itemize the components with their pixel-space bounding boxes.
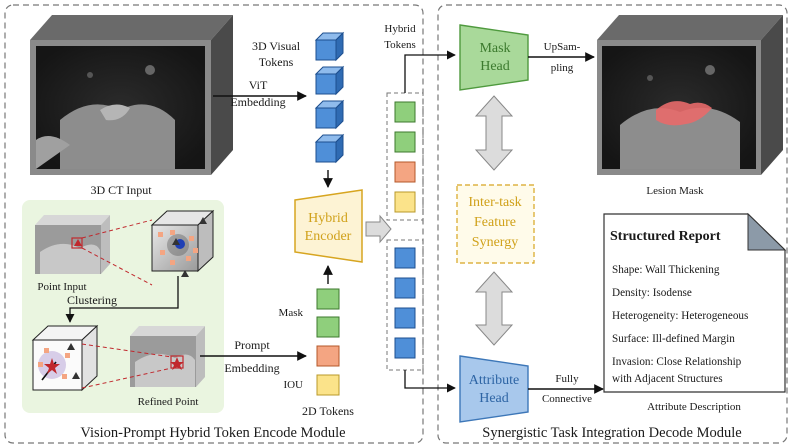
point-cube [150, 209, 215, 277]
report-item-invasion: Invasion: Close Relationship [612, 356, 742, 368]
report-item-density: Density: Isodense [612, 287, 692, 299]
2d-token-column [316, 288, 340, 396]
encoder-to-tokens-arrow [365, 214, 392, 244]
visual-token-cube [314, 31, 345, 62]
projection-line-2 [81, 247, 153, 286]
point-input-slice [35, 215, 110, 274]
upsampling-label-line1: UpSam- [544, 41, 581, 53]
hybrid-encoder-label-line1: Hybrid [308, 211, 348, 226]
point-token [316, 345, 340, 367]
projection-line-4 [81, 367, 173, 389]
visual-tokens-label-line1: 3D Visual [252, 39, 301, 53]
synergy-label-line2: Feature [474, 215, 516, 230]
refined-point-label: Refined Point [138, 396, 199, 408]
hybrid-visual-token-3 [394, 307, 416, 329]
mask-head [459, 24, 529, 91]
upsampling-label-line2: pling [551, 62, 574, 74]
vit-label-line2: Embedding [230, 95, 285, 109]
hybrid-tokens-label-line2: Tokens [384, 39, 416, 51]
structured-report [603, 212, 787, 393]
hybrid-mask-token-1 [394, 101, 416, 123]
iou-label: IOU [283, 379, 303, 391]
clustering-label: Clustering [67, 293, 117, 307]
visual-token-cube [314, 65, 345, 96]
fully-connective-label-line1: Fully [555, 373, 579, 385]
report-item-heterogeneity: Heterogeneity: Heterogeneous [612, 310, 748, 322]
synergy-label-line3: Synergy [472, 235, 518, 250]
tokens-to-mask-head-arrow [404, 50, 456, 93]
mask-token-2 [316, 316, 340, 338]
hybrid-tokens-label-line1: Hybrid [384, 23, 416, 35]
lesion-mask-label: Lesion Mask [646, 185, 704, 197]
hybrid-point-token [394, 161, 416, 183]
2d-tokens-label: 2D Tokens [302, 404, 354, 418]
hybrid-visual-token-4 [394, 337, 416, 359]
report-item-invasion-cont: with Adjacent Structures [612, 373, 723, 385]
hybrid-mask-token-2 [394, 131, 416, 153]
ct-input-label: 3D CT Input [90, 183, 152, 197]
mask-label: Mask [279, 307, 304, 319]
mask-head-label-line2: Head [480, 59, 510, 74]
left-panel-border [4, 4, 424, 444]
lesion-mask-volume [597, 15, 783, 175]
mask-token-1 [316, 288, 340, 310]
projection-line-3 [81, 343, 173, 358]
report-item-shape: Shape: Wall Thickening [612, 264, 720, 276]
projection-line-1 [81, 219, 153, 239]
visual-token-cube [314, 133, 345, 164]
hybrid-visual-token-1 [394, 247, 416, 269]
refined-point-slice [130, 326, 205, 387]
visual-token-cube [314, 99, 345, 130]
synergy-arrow-top [474, 95, 514, 171]
left-panel-title: Vision-Prompt Hybrid Token Encode Module [80, 425, 345, 441]
prompt-embedding-label-line1: Prompt [234, 338, 270, 352]
visual-token-cubes [314, 31, 345, 164]
synergy-arrow-bottom [474, 271, 514, 346]
synergy-label-line1: Inter-task [468, 195, 521, 210]
right-panel-title: Synergistic Task Integration Decode Modu… [482, 425, 741, 441]
report-item-surface: Surface: Ill-defined Margin [612, 333, 735, 345]
hybrid-visual-token-2 [394, 277, 416, 299]
point-input-label: Point Input [37, 281, 86, 293]
tokens-to-attribute-head-arrow [404, 370, 456, 393]
report-title: Structured Report [610, 229, 721, 244]
mask-head-label-line1: Mask [479, 41, 510, 56]
hybrid-encoder-label-line2: Encoder [305, 229, 352, 244]
vit-label-line1: ViT [249, 78, 268, 92]
hybrid-encoder [294, 189, 363, 263]
hybrid-iou-token [394, 191, 416, 213]
ct-input-volume [30, 15, 233, 175]
attribute-head-label-line2: Head [479, 391, 509, 406]
visual-tokens-label-line2: Tokens [259, 55, 294, 69]
synergy-box [456, 184, 535, 264]
attribute-head-label-line1: Attribute [469, 373, 520, 388]
fully-connective-label-line2: Connective [542, 393, 592, 405]
iou-token [316, 374, 340, 396]
prompt-embedding-label-line2: Embedding [224, 361, 279, 375]
clustering-arrow [65, 276, 179, 323]
attribute-head [459, 355, 529, 423]
attribute-description-label: Attribute Description [647, 401, 741, 413]
refined-cube [31, 324, 99, 392]
